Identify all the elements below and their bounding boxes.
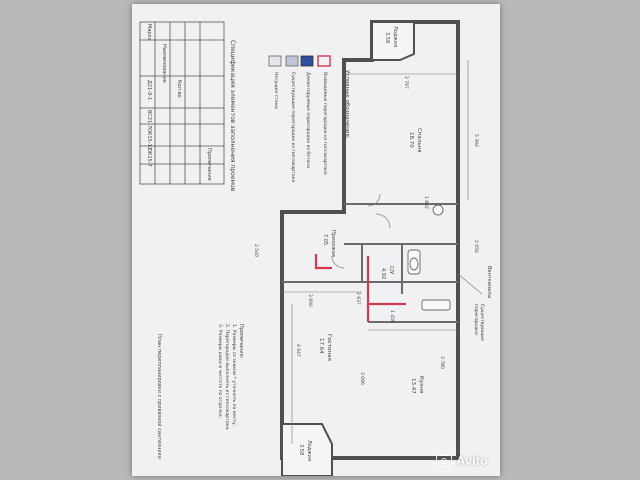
walls xyxy=(280,20,460,460)
loggia-top xyxy=(371,21,415,61)
avito-watermark: Avito xyxy=(435,453,488,468)
dim-label-11: 2 050 xyxy=(473,240,478,253)
dim-label-7: 4 947 xyxy=(295,344,300,357)
spec-row-2: ВС21-7 xyxy=(146,110,152,129)
legend-item-4: Возводимые перегородки из гипсокартона xyxy=(322,72,327,175)
spec-table-grid xyxy=(139,21,225,185)
dim-label-8: 3 096 xyxy=(359,372,364,385)
room-kitchen-name: Кухня xyxy=(418,376,424,394)
notes-line-3: 3. Размеры даны в чистоте по отделке. xyxy=(217,324,222,418)
notes-title: Примечания: xyxy=(238,324,244,359)
dim-label-1: 5 394 xyxy=(473,134,478,147)
spec-row-3: ОК15-12 xyxy=(146,128,152,151)
plan-footer: План перепланировки с привязкой сантехни… xyxy=(156,334,162,459)
spec-header-note: Примечание xyxy=(206,148,212,181)
notes-line-2: 2. Перегородки выполнять из гипсокартона… xyxy=(224,324,229,431)
partitions xyxy=(282,203,458,323)
right-note-1: Вентканалы xyxy=(486,266,492,299)
camera-icon xyxy=(435,454,452,467)
dim-label-2: 2 797 xyxy=(403,76,408,89)
room-bath-name: С/У xyxy=(388,266,394,275)
legend-swatches xyxy=(268,55,331,67)
dim-label-3: 1 802 xyxy=(423,196,428,209)
legend-title: Условные обозначения: xyxy=(344,70,350,139)
dim-label-4: 2 540 xyxy=(253,244,258,257)
dimension-lines xyxy=(282,60,469,444)
dim-label-6: 2 637 xyxy=(355,292,360,305)
room-hall-area: 7.05 xyxy=(322,234,328,246)
legend-item-1: Несущие стены xyxy=(273,72,278,110)
loggia-bottom xyxy=(281,423,333,476)
dim-label-5: 3 690 xyxy=(307,294,312,307)
room-loggia-bottom-area: 3.58 xyxy=(298,444,304,456)
spec-row-4: ОК15-7 xyxy=(146,148,152,167)
legend-item-3: Демонтируемые перегородки из бетона xyxy=(305,72,310,168)
dim-label-9: 3 780 xyxy=(439,356,444,369)
vent-note-line xyxy=(457,273,483,295)
room-loggia-top-area: 3.58 xyxy=(384,32,390,44)
right-note-3: перегородки xyxy=(473,304,478,335)
plumbing xyxy=(407,204,451,311)
floor-plan-drawing xyxy=(139,20,483,476)
spec-row-1: Д21-9-1 xyxy=(146,80,152,101)
floor-plan-sheet: Спецификация элементов заполнения проемо… xyxy=(132,4,500,476)
room-loggia-top-name: Лоджия xyxy=(392,26,398,48)
room-bath-area: 4.92 xyxy=(380,268,386,280)
notes-line-1: 1. Размеры со знаком * уточнить по месту… xyxy=(231,324,236,427)
spec-table-title: Спецификация элементов заполнения проемо… xyxy=(229,40,236,192)
legend-item-2: Существующие перегородки из гипсокартона xyxy=(290,72,295,183)
door-swings xyxy=(331,193,391,269)
new-partitions xyxy=(314,254,406,322)
room-living-area: 17.64 xyxy=(318,338,324,354)
spec-header-mark: Марка xyxy=(146,24,152,41)
spec-header-name: Наименование xyxy=(161,44,167,83)
watermark-text: Avito xyxy=(455,453,488,468)
room-bedroom-name: Спальня xyxy=(416,128,422,153)
room-bedroom-area: 18.70 xyxy=(408,132,414,148)
dim-label-10: 1 450 xyxy=(389,310,394,323)
room-hall-name: Прихожая xyxy=(330,230,336,257)
right-note-2: Существующие xyxy=(479,304,484,341)
room-living-name: Гостиная xyxy=(326,334,332,361)
room-kitchen-area: 13.47 xyxy=(410,378,416,394)
room-loggia-bottom-name: Лоджия xyxy=(306,440,312,462)
spec-header-qty: Кол-во xyxy=(176,80,182,98)
